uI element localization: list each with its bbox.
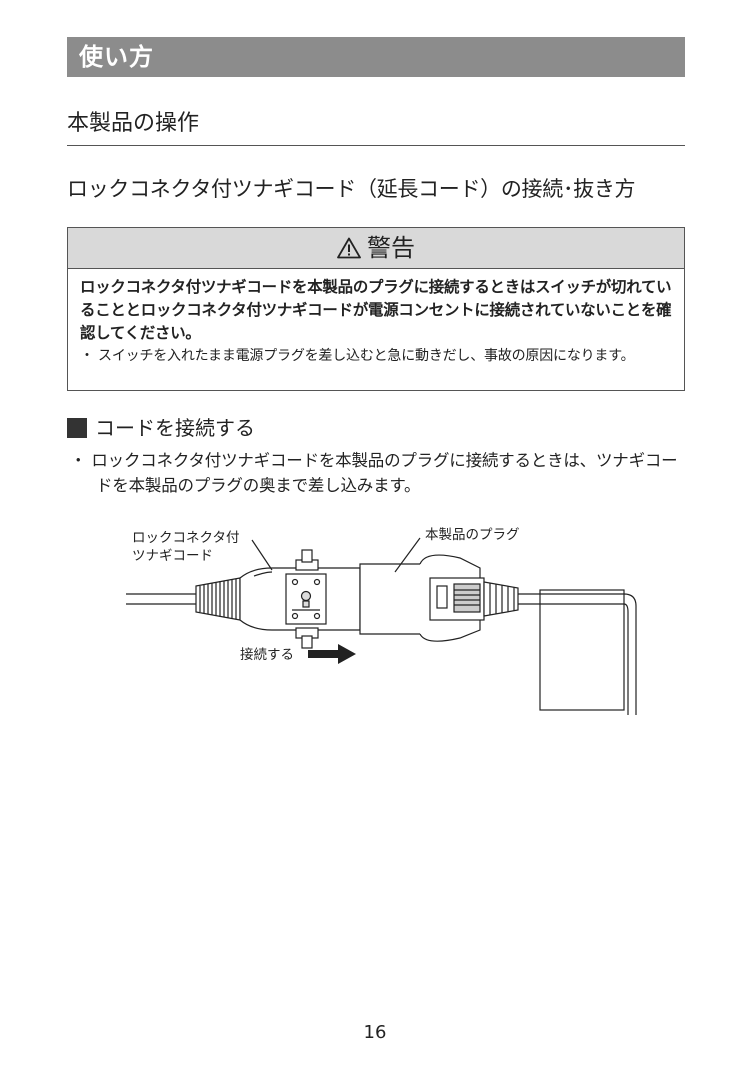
- cord-leader-line: [251, 539, 273, 571]
- topic-title: ロックコネクタ付ツナギコード（延長コード）の接続･抜き方: [67, 177, 636, 201]
- extension-cable-left: [126, 593, 196, 605]
- warning-body: ロックコネクタ付ツナギコードを本製品のプラグに接続するときはスイッチが切れている…: [68, 269, 684, 367]
- label-connect: 接続する: [240, 646, 294, 663]
- warning-header: 警告: [68, 228, 684, 269]
- product-cable: [518, 589, 637, 715]
- connect-arrow-icon: [308, 644, 356, 664]
- subsection-title: 本製品の操作: [67, 108, 685, 146]
- warning-note: ・ スイッチを入れたまま電源プラグを差し込むと急に動きだし、事故の原因になります…: [80, 348, 635, 364]
- connect-heading-text: コードを接続する: [95, 416, 255, 440]
- label-cord-line2: ツナギコード: [132, 548, 213, 564]
- label-cord-line1: ロックコネクタ付: [132, 530, 239, 546]
- lock-connector: [239, 549, 361, 649]
- cord-strain-relief: [195, 577, 241, 621]
- section-header: 使い方: [67, 37, 685, 77]
- product-plug: [359, 554, 519, 642]
- connect-heading: コードを接続する: [67, 412, 255, 444]
- warning-main-text: ロックコネクタ付ツナギコードを本製品のプラグに接続するときはスイッチが切れている…: [80, 278, 672, 342]
- plug-leader-line: [394, 537, 421, 573]
- subsection-title-text: 本製品の操作: [67, 111, 200, 136]
- warning-title: 警告: [367, 234, 415, 262]
- label-plug: 本製品のプラグ: [425, 527, 520, 543]
- connection-illustration: ロックコネクタ付 ツナギコード 本製品のプラグ 接続する: [126, 527, 637, 715]
- square-bullet-icon: [67, 418, 87, 438]
- warning-triangle-icon: [337, 237, 361, 259]
- page-number: 16: [363, 1022, 387, 1043]
- connect-instruction: ・ ロックコネクタ付ツナギコードを本製品のプラグに接続するときは、ツナギコードを…: [70, 451, 678, 495]
- section-title: 使い方: [79, 43, 154, 71]
- warning-box: 警告 ロックコネクタ付ツナギコードを本製品のプラグに接続するときはスイッチが切れ…: [67, 227, 685, 391]
